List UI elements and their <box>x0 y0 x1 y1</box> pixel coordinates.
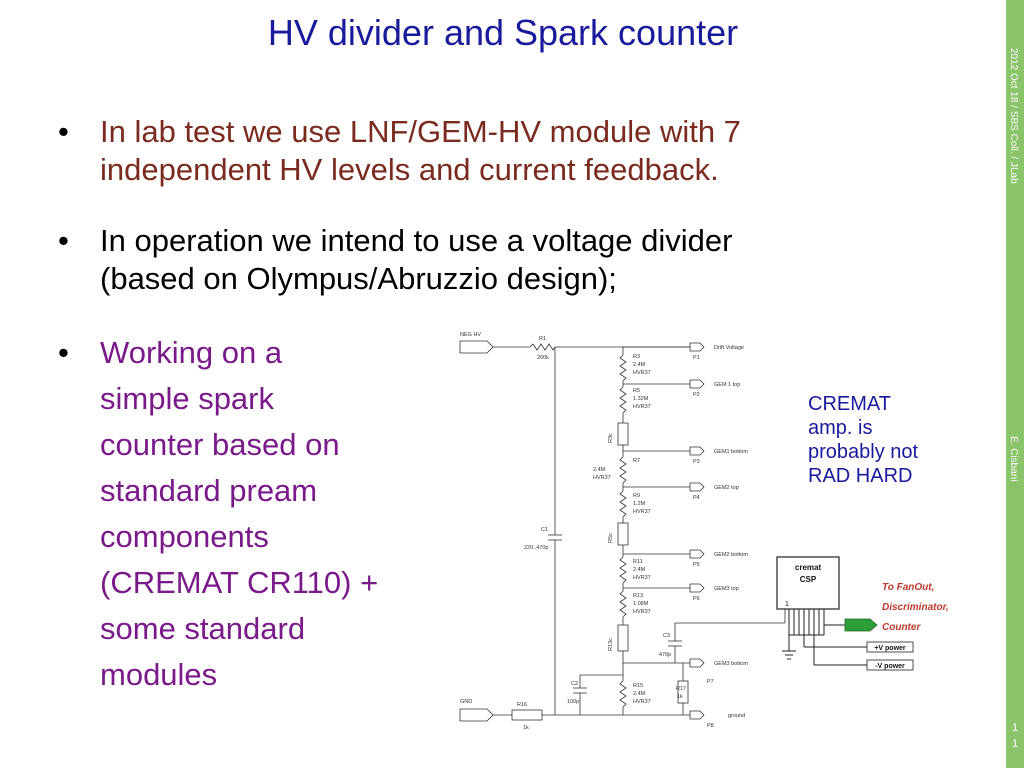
bullet-line: some standard <box>100 611 306 646</box>
r13c-label: R13c <box>608 638 614 651</box>
output-pin: P4 <box>693 495 700 501</box>
output-label: Drift Voltage <box>714 345 744 351</box>
bullet-line: counter based on <box>100 427 340 462</box>
resistor-name: R3 <box>633 354 640 360</box>
gnd-label: GND <box>460 699 472 705</box>
r17-value: 1k <box>677 694 683 700</box>
cremat-name: cremat <box>795 563 822 572</box>
r3c-label: R3c <box>608 433 614 443</box>
c3-label: C3 <box>663 633 670 639</box>
bullet-line: components <box>100 519 269 554</box>
output-label: GEM3 bottom <box>714 661 748 667</box>
output-label: ground <box>728 713 745 719</box>
fanout-line1: To FanOut, <box>882 582 934 593</box>
c2-label: C2 <box>571 681 578 687</box>
output-pin: P8 <box>707 723 714 729</box>
output-pin: P7 <box>707 679 714 685</box>
resistor-type: HVR37 <box>633 699 651 705</box>
resistor-type: HVR37 <box>593 475 611 481</box>
resistor-value: 2.4M <box>633 567 646 573</box>
bullet-lab-test: • In lab test we use LNF/GEM-HV module w… <box>58 113 958 193</box>
resistor-type: HVR37 <box>633 370 651 376</box>
bullet-line: standard pream <box>100 473 318 508</box>
vneg-label: -V power <box>875 663 905 670</box>
output-pin: P3 <box>693 459 700 465</box>
bullet-line: simple spark <box>100 381 274 416</box>
vpos-label: +V power <box>874 645 906 652</box>
bullet-line: (CREMAT CR110) + <box>100 565 379 600</box>
bullet-line: independent HV levels and current feedba… <box>100 152 719 187</box>
r1-label: R1 <box>539 336 546 342</box>
resistor-type: HVR37 <box>633 575 651 581</box>
c1-value: 220..470p <box>524 545 548 551</box>
resistor-name: R9 <box>633 493 640 499</box>
sidebar-strip <box>1006 0 1024 768</box>
resistor-value: 2.4M <box>633 691 646 697</box>
cremat-chip <box>776 556 840 610</box>
bullet-dot: • <box>58 335 69 370</box>
cremat-pin: 1 <box>785 601 789 608</box>
r5c-label: R5c <box>608 533 614 543</box>
output-pin: P1 <box>693 355 700 361</box>
rm-value: 1k <box>523 725 529 731</box>
sidebar-author-text: E. Cisbani <box>1008 436 1019 482</box>
c1-label: C1 <box>541 527 548 533</box>
r17-label: R17 <box>676 686 686 692</box>
cremat-csp: CSP <box>800 575 817 584</box>
resistor-value: 1.2M <box>633 501 646 507</box>
resistor-name: R15 <box>633 683 643 689</box>
bullet-line: modules <box>100 657 218 692</box>
resistor-value: 1.08M <box>633 601 649 607</box>
resistor-name: R5 <box>633 388 640 394</box>
c2-value: 100p <box>567 699 579 705</box>
page-number-digit-1: 1 <box>1011 722 1019 734</box>
cremat-radhard-note: CREMAT amp. is probably not RAD HARD <box>808 393 919 487</box>
bullet-dot: • <box>58 223 69 258</box>
resistor-value: 2.4M <box>593 467 606 473</box>
bullet-line: Working on a <box>100 335 283 370</box>
bullet-line: (based on Olympus/Abruzzio design); <box>100 261 617 296</box>
rm-label: R16 <box>517 702 527 708</box>
bullet-spark-counter: • Working on a simple spark counter base… <box>58 330 458 710</box>
sidebar-conference-text: 2012 Oct 18 / SBS Coll. / JLab <box>1008 48 1019 184</box>
resistor-name: R7 <box>633 458 640 464</box>
bullet-voltage-divider: • In operation we intend to use a voltag… <box>58 222 958 302</box>
bullet-dot: • <box>58 114 69 149</box>
resistor-type: HVR37 <box>633 509 651 515</box>
r1-value: 200k <box>537 355 549 361</box>
fanout-line3: Counter <box>882 622 921 633</box>
slide-title: HV divider and Spark counter <box>267 12 739 53</box>
output-pin: P6 <box>693 596 700 602</box>
resistor-type: HVR37 <box>633 404 651 410</box>
resistor-name: R11 <box>633 559 643 565</box>
bullet-line: In lab test we use LNF/GEM-HV module wit… <box>100 114 741 149</box>
resistor-name: R13 <box>633 593 643 599</box>
output-label: GEM1 bottom <box>714 449 748 455</box>
output-pin: P2 <box>693 392 700 398</box>
hv-divider-schematic: cremat CSP 1 +V power -V power To FanOut… <box>459 332 949 731</box>
output-label: GEM2 top <box>714 485 739 491</box>
resistor-value: 1.32M <box>633 396 649 402</box>
output-pin: P5 <box>693 562 700 568</box>
output-label: GEM 1 top <box>714 382 740 388</box>
c3-value: 470p <box>659 652 671 658</box>
fanout-line2: Discriminator, <box>882 602 949 613</box>
output-label: GEM3 top <box>714 586 739 592</box>
page-number-digit-2: 1 <box>1011 738 1019 750</box>
resistor-value: 2.4M <box>633 362 646 368</box>
bullet-line: In operation we intend to use a voltage … <box>100 223 733 258</box>
resistor-type: HVR37 <box>633 609 651 615</box>
output-label: GEM2 bottom <box>714 552 748 558</box>
neg-hv-label: NEG HV <box>460 332 481 338</box>
signal-out-arrow <box>844 618 878 632</box>
